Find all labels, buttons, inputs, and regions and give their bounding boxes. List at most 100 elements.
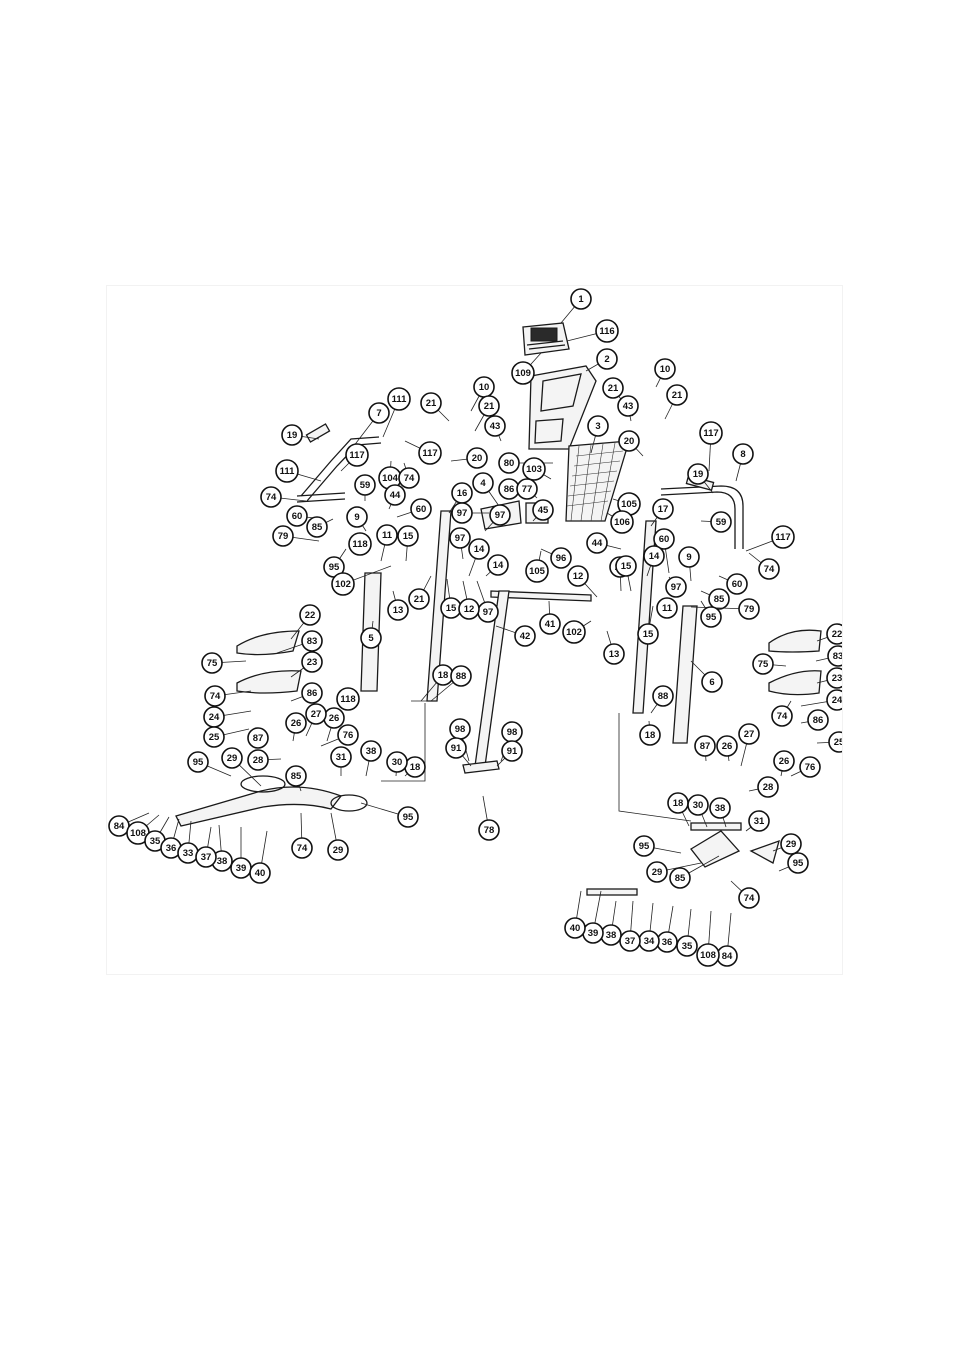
callout-circle [247, 727, 269, 749]
callout-105a: 105 [612, 492, 641, 516]
callout-circle [354, 474, 376, 496]
callout-26b: 26 [323, 707, 345, 742]
callout-circle [773, 750, 795, 772]
callout-97e: 97 [665, 576, 687, 598]
callout-label: 13 [393, 605, 404, 616]
callout-45: 45 [532, 499, 554, 522]
callout-74e: 74 [771, 700, 793, 727]
callout-label: 91 [451, 743, 462, 754]
callout-label: 31 [336, 752, 347, 763]
callout-84a: 84 [108, 812, 150, 837]
callout-43a: 43 [484, 415, 506, 442]
callout-label: 31 [754, 816, 765, 827]
callout-label: 21 [414, 594, 425, 605]
callout-label: 26 [779, 756, 790, 767]
callout-circle [203, 726, 225, 748]
callout-circle [602, 377, 624, 399]
callout-circle [807, 709, 829, 731]
callout-59b: 59 [700, 511, 732, 533]
callout-circle [478, 819, 500, 841]
callout-label: 95 [639, 841, 650, 852]
callout-83b: 83 [815, 645, 842, 667]
callout-95f: 95 [778, 852, 809, 874]
callout-circle [487, 554, 509, 576]
callout-26a: 26 [285, 712, 307, 742]
callout-38c: 38 [709, 797, 731, 828]
callout-label: 88 [456, 671, 467, 682]
callout-34: 34 [638, 902, 660, 952]
callout-circle [451, 502, 473, 524]
right-arm-tube-part [672, 605, 698, 744]
callout-circle [478, 395, 500, 417]
callout-label: 20 [624, 436, 635, 447]
callout-circle [827, 645, 842, 667]
callout-97d: 97 [476, 580, 499, 623]
callout-label: 35 [150, 836, 161, 847]
callout-circle [301, 651, 323, 673]
callout-label: 78 [484, 825, 495, 836]
callout-label: 39 [236, 863, 247, 874]
callout-102b: 102 [562, 620, 592, 644]
callout-label: 44 [390, 490, 401, 501]
callout-label: 42 [520, 631, 531, 642]
callout-label: 86 [504, 484, 515, 495]
callout-circle [410, 498, 432, 520]
callout-label: 14 [649, 551, 660, 562]
callout-label: 102 [335, 579, 351, 590]
callout-circle [595, 319, 619, 343]
callout-label: 1 [578, 294, 584, 305]
callout-label: 16 [457, 488, 468, 499]
callout-circle [346, 506, 368, 528]
callout-13b: 13 [603, 630, 625, 665]
callout-circle [386, 751, 408, 773]
callout-label: 117 [703, 428, 718, 439]
callout-label: 85 [714, 594, 725, 605]
callout-108b: 108 [696, 910, 720, 967]
callout-circle [345, 443, 369, 467]
callout-19a: 19 [281, 424, 320, 446]
callout-label: 111 [280, 466, 296, 477]
callout-label: 76 [805, 762, 816, 773]
callout-10b: 10 [654, 358, 676, 388]
callout-88b: 88 [650, 685, 674, 714]
callout-circle [445, 737, 467, 759]
callout-label: 79 [744, 604, 755, 615]
callout-38d: 38 [600, 900, 622, 946]
callout-1: 1 [560, 288, 592, 324]
callout-circle [726, 573, 748, 595]
callout-circle [633, 835, 655, 857]
callout-label: 20 [472, 453, 483, 464]
callout-label: 84 [722, 951, 733, 962]
callout-9a: 9 [346, 506, 368, 532]
callout-118a: 118 [348, 532, 372, 556]
callout-circle [550, 547, 572, 569]
callout-circle [514, 625, 536, 647]
callout-label: 4 [480, 478, 486, 489]
callout-label: 76 [343, 730, 354, 741]
callout-79a: 79 [272, 525, 320, 547]
callout-circle [701, 671, 723, 693]
callout-95c: 95 [187, 751, 232, 777]
callout-12b: 12 [458, 580, 480, 620]
callout-circle [752, 653, 774, 675]
callout-circle [586, 532, 608, 554]
callout-circle [618, 430, 640, 452]
callout-105b: 105 [525, 550, 549, 583]
callout-label: 97 [455, 533, 466, 544]
callout-label: 43 [623, 401, 634, 412]
callout-circle [708, 588, 730, 610]
callout-25b: 25 [816, 731, 842, 753]
callout-label: 5 [368, 633, 374, 644]
callout-circle [522, 457, 546, 481]
callout-label: 74 [744, 893, 755, 904]
callout-circle [699, 421, 723, 445]
callout-label: 111 [392, 394, 408, 405]
callout-circle [771, 525, 795, 549]
callout-103: 103 [522, 457, 552, 481]
callout-label: 27 [744, 729, 755, 740]
callout-circle [368, 402, 390, 424]
callout-label: 2 [604, 354, 609, 365]
callout-label: 75 [207, 658, 218, 669]
callout-85d: 85 [669, 855, 720, 889]
callout-86b: 86 [290, 682, 323, 704]
